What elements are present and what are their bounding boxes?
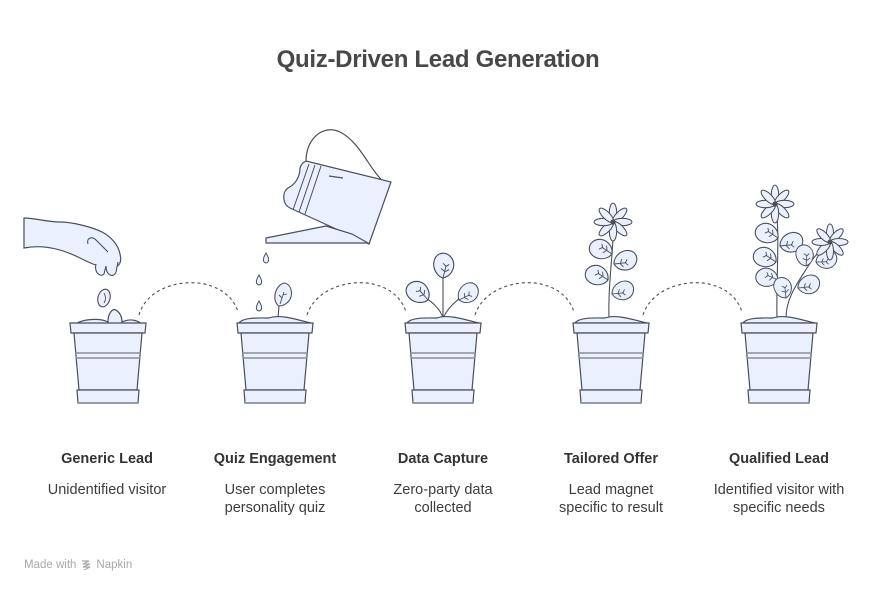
step-title: Data Capture bbox=[397, 451, 489, 467]
footer-prefix: Made with bbox=[24, 559, 77, 571]
hand-icon bbox=[23, 217, 122, 269]
connector-arc-2 bbox=[306, 282, 407, 316]
made-with-napkin-footer[interactable]: Made with Napkin bbox=[24, 559, 132, 571]
step-description: Identified visitor with specific needs bbox=[713, 482, 845, 516]
step-tailored-offer: Tailored Offer Lead magnet specific to r… bbox=[527, 450, 695, 517]
connector-arc-3 bbox=[474, 282, 575, 316]
single-flower-plant-illustration bbox=[572, 202, 650, 404]
step-description: Lead magnet specific to result bbox=[559, 482, 663, 516]
connector-arc-1 bbox=[138, 282, 239, 316]
step-title: Generic Lead bbox=[61, 451, 153, 467]
water-drop-icon bbox=[255, 300, 263, 312]
water-drop-icon bbox=[255, 274, 263, 286]
hand-seeds-illustration bbox=[23, 217, 147, 404]
step-title: Quiz Engagement bbox=[213, 451, 337, 467]
connector-arc-4 bbox=[642, 282, 743, 316]
connector-arcs bbox=[138, 282, 743, 316]
watering-can-icon bbox=[283, 160, 392, 245]
watering-can-illustration bbox=[236, 129, 392, 404]
step-title: Tailored Offer bbox=[564, 451, 658, 467]
step-description: User completes personality quiz bbox=[224, 482, 326, 516]
water-drop-icon bbox=[262, 252, 270, 264]
step-data-capture: Data Capture Zero-party data collected bbox=[359, 450, 527, 517]
step-qualified-lead: Qualified Lead Identified visitor with s… bbox=[695, 450, 863, 517]
page-title: Quiz-Driven Lead Generation bbox=[276, 46, 600, 73]
footer-brand: Napkin bbox=[96, 559, 133, 571]
three-leaf-plant-illustration bbox=[401, 252, 484, 404]
two-flower-plant-illustration bbox=[740, 184, 849, 404]
napkin-logo-icon bbox=[82, 560, 91, 571]
step-generic-lead: Generic Lead Unidentified visitor bbox=[23, 450, 191, 499]
step-title: Qualified Lead bbox=[729, 451, 829, 467]
step-quiz-engagement: Quiz Engagement User completes personali… bbox=[191, 450, 359, 517]
growth-illustration bbox=[23, 129, 849, 404]
seed-icon bbox=[97, 288, 111, 308]
step-description: Zero-party data collected bbox=[393, 482, 493, 516]
step-description: Unidentified visitor bbox=[47, 482, 167, 498]
